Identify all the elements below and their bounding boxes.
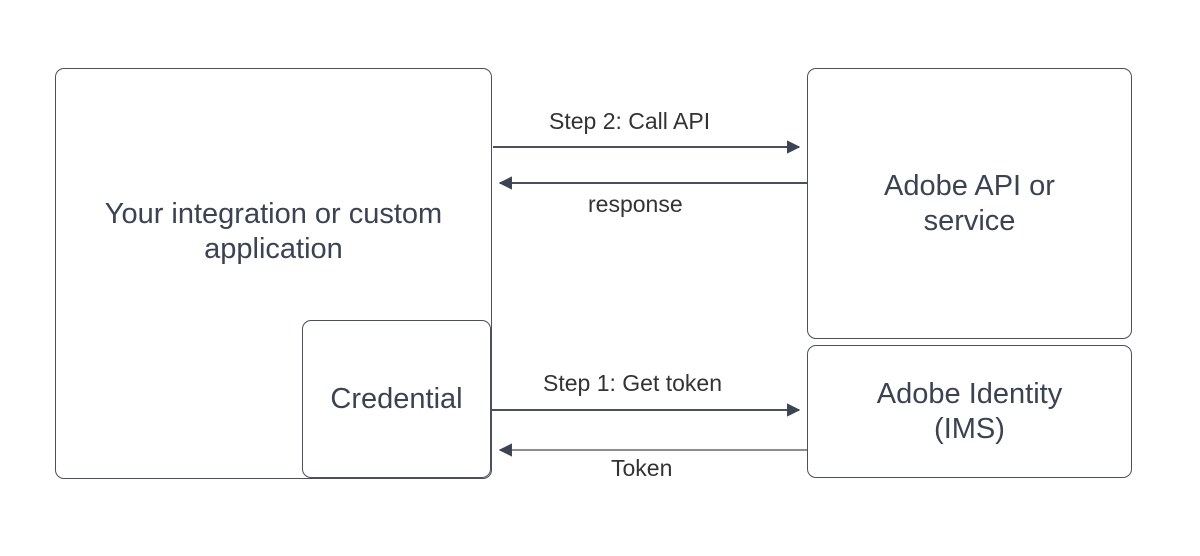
node-credential[interactable]: Credential: [302, 320, 491, 478]
edge-label-token: Token: [611, 455, 673, 481]
node-adobe-api-or-service[interactable]: Adobe API or service: [807, 68, 1132, 339]
node-your-integration[interactable]: Your integration or custom application: [55, 68, 492, 479]
node-adobe-identity-ims[interactable]: Adobe Identity (IMS): [807, 345, 1132, 478]
edge-label-response: response: [588, 191, 683, 217]
node-adobe-identity-ims-label: Adobe Identity (IMS): [876, 378, 1063, 445]
node-credential-label: Credential: [330, 382, 463, 415]
edge-label-get-token: Step 1: Get token: [543, 370, 723, 396]
node-adobe-api-or-service-label: Adobe API or service: [884, 170, 1055, 237]
node-your-integration-label: Your integration or custom application: [104, 198, 443, 265]
edge-label-call-api: Step 2: Call API: [549, 108, 711, 134]
